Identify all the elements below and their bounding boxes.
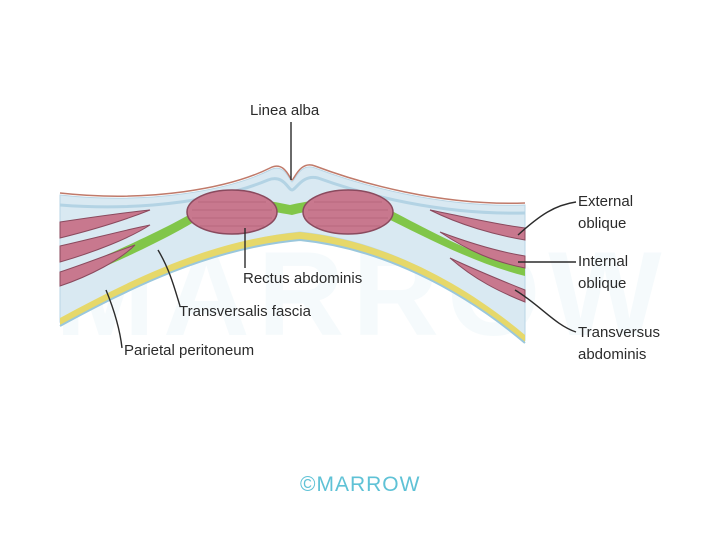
leader-transversus xyxy=(514,289,577,333)
label-parietal-peritoneum: Parietal peritoneum xyxy=(124,342,255,359)
skin-line xyxy=(59,164,526,205)
label-external-line1: External xyxy=(578,193,634,210)
right-external-oblique-muscle xyxy=(429,209,526,241)
label-internal-line2: oblique xyxy=(578,275,627,292)
leader-external-oblique xyxy=(517,201,577,236)
transversalis-fascia-layer xyxy=(60,198,525,285)
label-transversus-line2: abdominis xyxy=(578,346,647,363)
left-internal-oblique-muscle xyxy=(59,224,151,263)
rectus-striations xyxy=(192,201,388,227)
marrow-logo: ©MARROW xyxy=(300,473,421,496)
left-transversus-muscle xyxy=(59,244,136,287)
label-transversus-line1: Transversus xyxy=(578,324,660,341)
left-external-oblique-muscle xyxy=(59,209,151,239)
rectus-abdominis-right xyxy=(302,189,394,235)
leader-transversalis xyxy=(157,249,181,307)
label-internal-line1: Internal xyxy=(578,253,629,270)
label-rectus-abdominis: Rectus abdominis xyxy=(243,270,363,287)
label-transversalis-fascia: Transversalis fascia xyxy=(179,303,311,320)
rectus-abdominis-left xyxy=(186,189,278,235)
fascia-band xyxy=(59,175,526,215)
leader-lines xyxy=(105,122,577,349)
label-linea-alba: Linea alba xyxy=(250,102,320,119)
leader-peritoneum xyxy=(105,289,123,349)
label-external-line2: oblique xyxy=(578,215,627,232)
peritoneum-inner-line xyxy=(59,238,526,344)
